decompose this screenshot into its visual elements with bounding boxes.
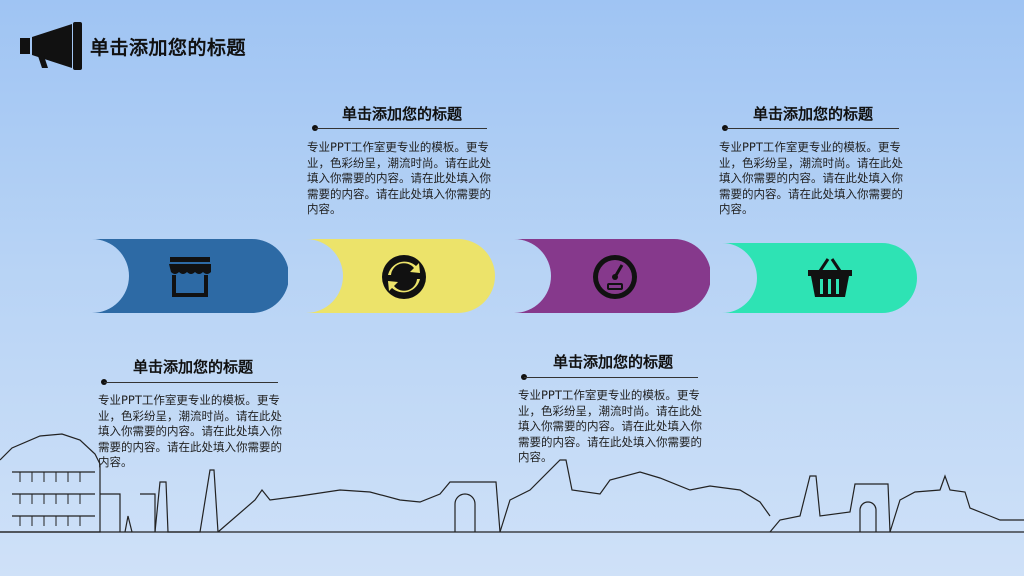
step-4-divider <box>725 128 899 129</box>
step-2-body[interactable]: 专业PPT工作室更专业的模板。更专业，色彩纷呈，潮流时尚。请在此处填入你需要的内… <box>307 140 491 216</box>
step-2-title[interactable]: 单击添加您的标题 <box>341 105 462 123</box>
megaphone-icon <box>20 22 82 70</box>
step-3-divider <box>524 377 698 378</box>
store-icon <box>169 257 211 297</box>
step-3-body[interactable]: 专业PPT工作室更专业的模板。更专业，色彩纷呈，潮流时尚。请在此处填入你需要的内… <box>518 388 702 464</box>
slide-title[interactable]: 单击添加您的标题 <box>90 37 247 59</box>
basket-icon <box>808 258 852 297</box>
step-1-divider <box>104 382 278 383</box>
step-2-divider <box>315 128 487 129</box>
step-1-title[interactable]: 单击添加您的标题 <box>132 358 253 376</box>
speedometer-icon <box>593 255 637 299</box>
city-skyline-outline <box>0 433 1024 533</box>
step-4-title[interactable]: 单击添加您的标题 <box>752 105 873 123</box>
step-1-body[interactable]: 专业PPT工作室更专业的模板。更专业，色彩纷呈，潮流时尚。请在此处填入你需要的内… <box>98 393 282 469</box>
step-3-title[interactable]: 单击添加您的标题 <box>552 353 673 371</box>
step-4-body[interactable]: 专业PPT工作室更专业的模板。更专业，色彩纷呈，潮流时尚。请在此处填入你需要的内… <box>719 140 903 216</box>
step-1-arrow[interactable] <box>92 239 288 313</box>
refresh-icon <box>382 255 426 299</box>
